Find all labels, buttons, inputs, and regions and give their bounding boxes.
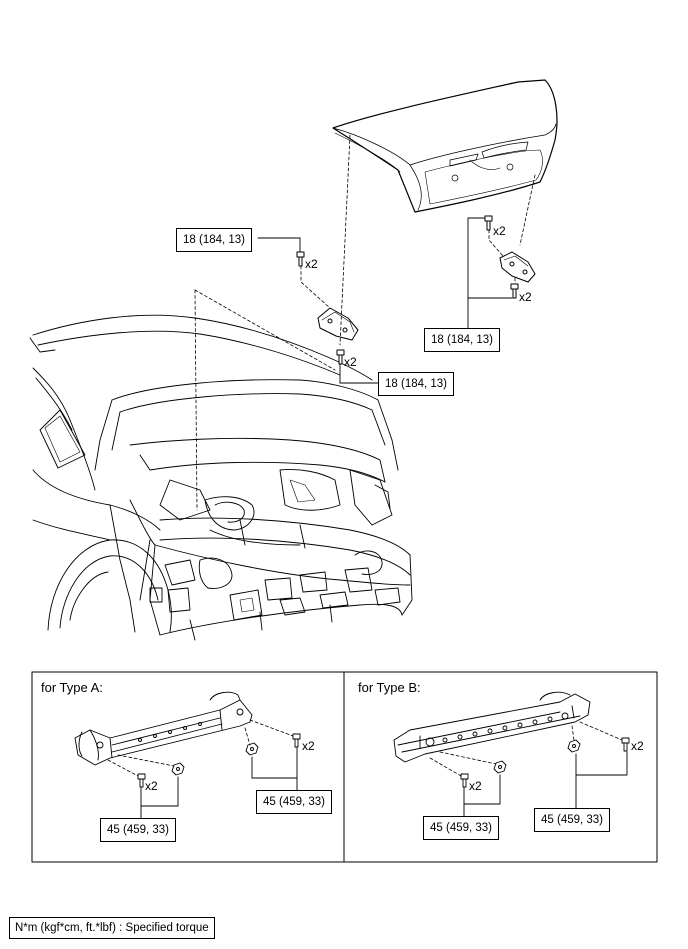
torque-label: 45 (459, 33) [100, 818, 177, 842]
trunk-lid [332, 79, 558, 213]
guide-lines [107, 719, 294, 777]
leader-lines [257, 217, 513, 384]
guide-lines [429, 721, 623, 777]
quantity-label: x2 [469, 779, 482, 793]
bolt [137, 733, 301, 788]
guide-lines [194, 134, 536, 511]
quantity-label: x2 [344, 355, 357, 369]
bolt [460, 737, 630, 788]
left-hinge-bracket [317, 307, 359, 341]
torque-label: 18 (184, 13) [176, 228, 253, 252]
type-a-reinforcement [74, 691, 253, 766]
type-b-reinforcement [393, 691, 591, 763]
torque-label: 18 (184, 13) [378, 372, 455, 396]
right-hinge-bracket [499, 251, 536, 283]
vehicle-body [29, 314, 413, 641]
torque-label: 45 (459, 33) [423, 816, 500, 840]
type-b-panel-frame [343, 671, 658, 863]
torque-legend: N*m (kgf*cm, ft.*lbf) : Specified torque [9, 917, 215, 939]
leader-lines [463, 751, 628, 817]
quantity-label: x2 [519, 290, 532, 304]
bolt [296, 215, 519, 365]
nut [493, 739, 581, 774]
quantity-label: x2 [145, 779, 158, 793]
torque-label: 45 (459, 33) [256, 790, 333, 814]
torque-label: 45 (459, 33) [534, 808, 611, 832]
nut [171, 742, 259, 776]
leader-lines [140, 747, 298, 819]
quantity-label: x2 [302, 739, 315, 753]
quantity-label: x2 [305, 257, 318, 271]
quantity-label: x2 [493, 224, 506, 238]
torque-label: 18 (184, 13) [424, 328, 501, 352]
panel-title: for Type B: [358, 680, 421, 695]
quantity-label: x2 [631, 739, 644, 753]
panel-title: for Type A: [41, 680, 103, 695]
